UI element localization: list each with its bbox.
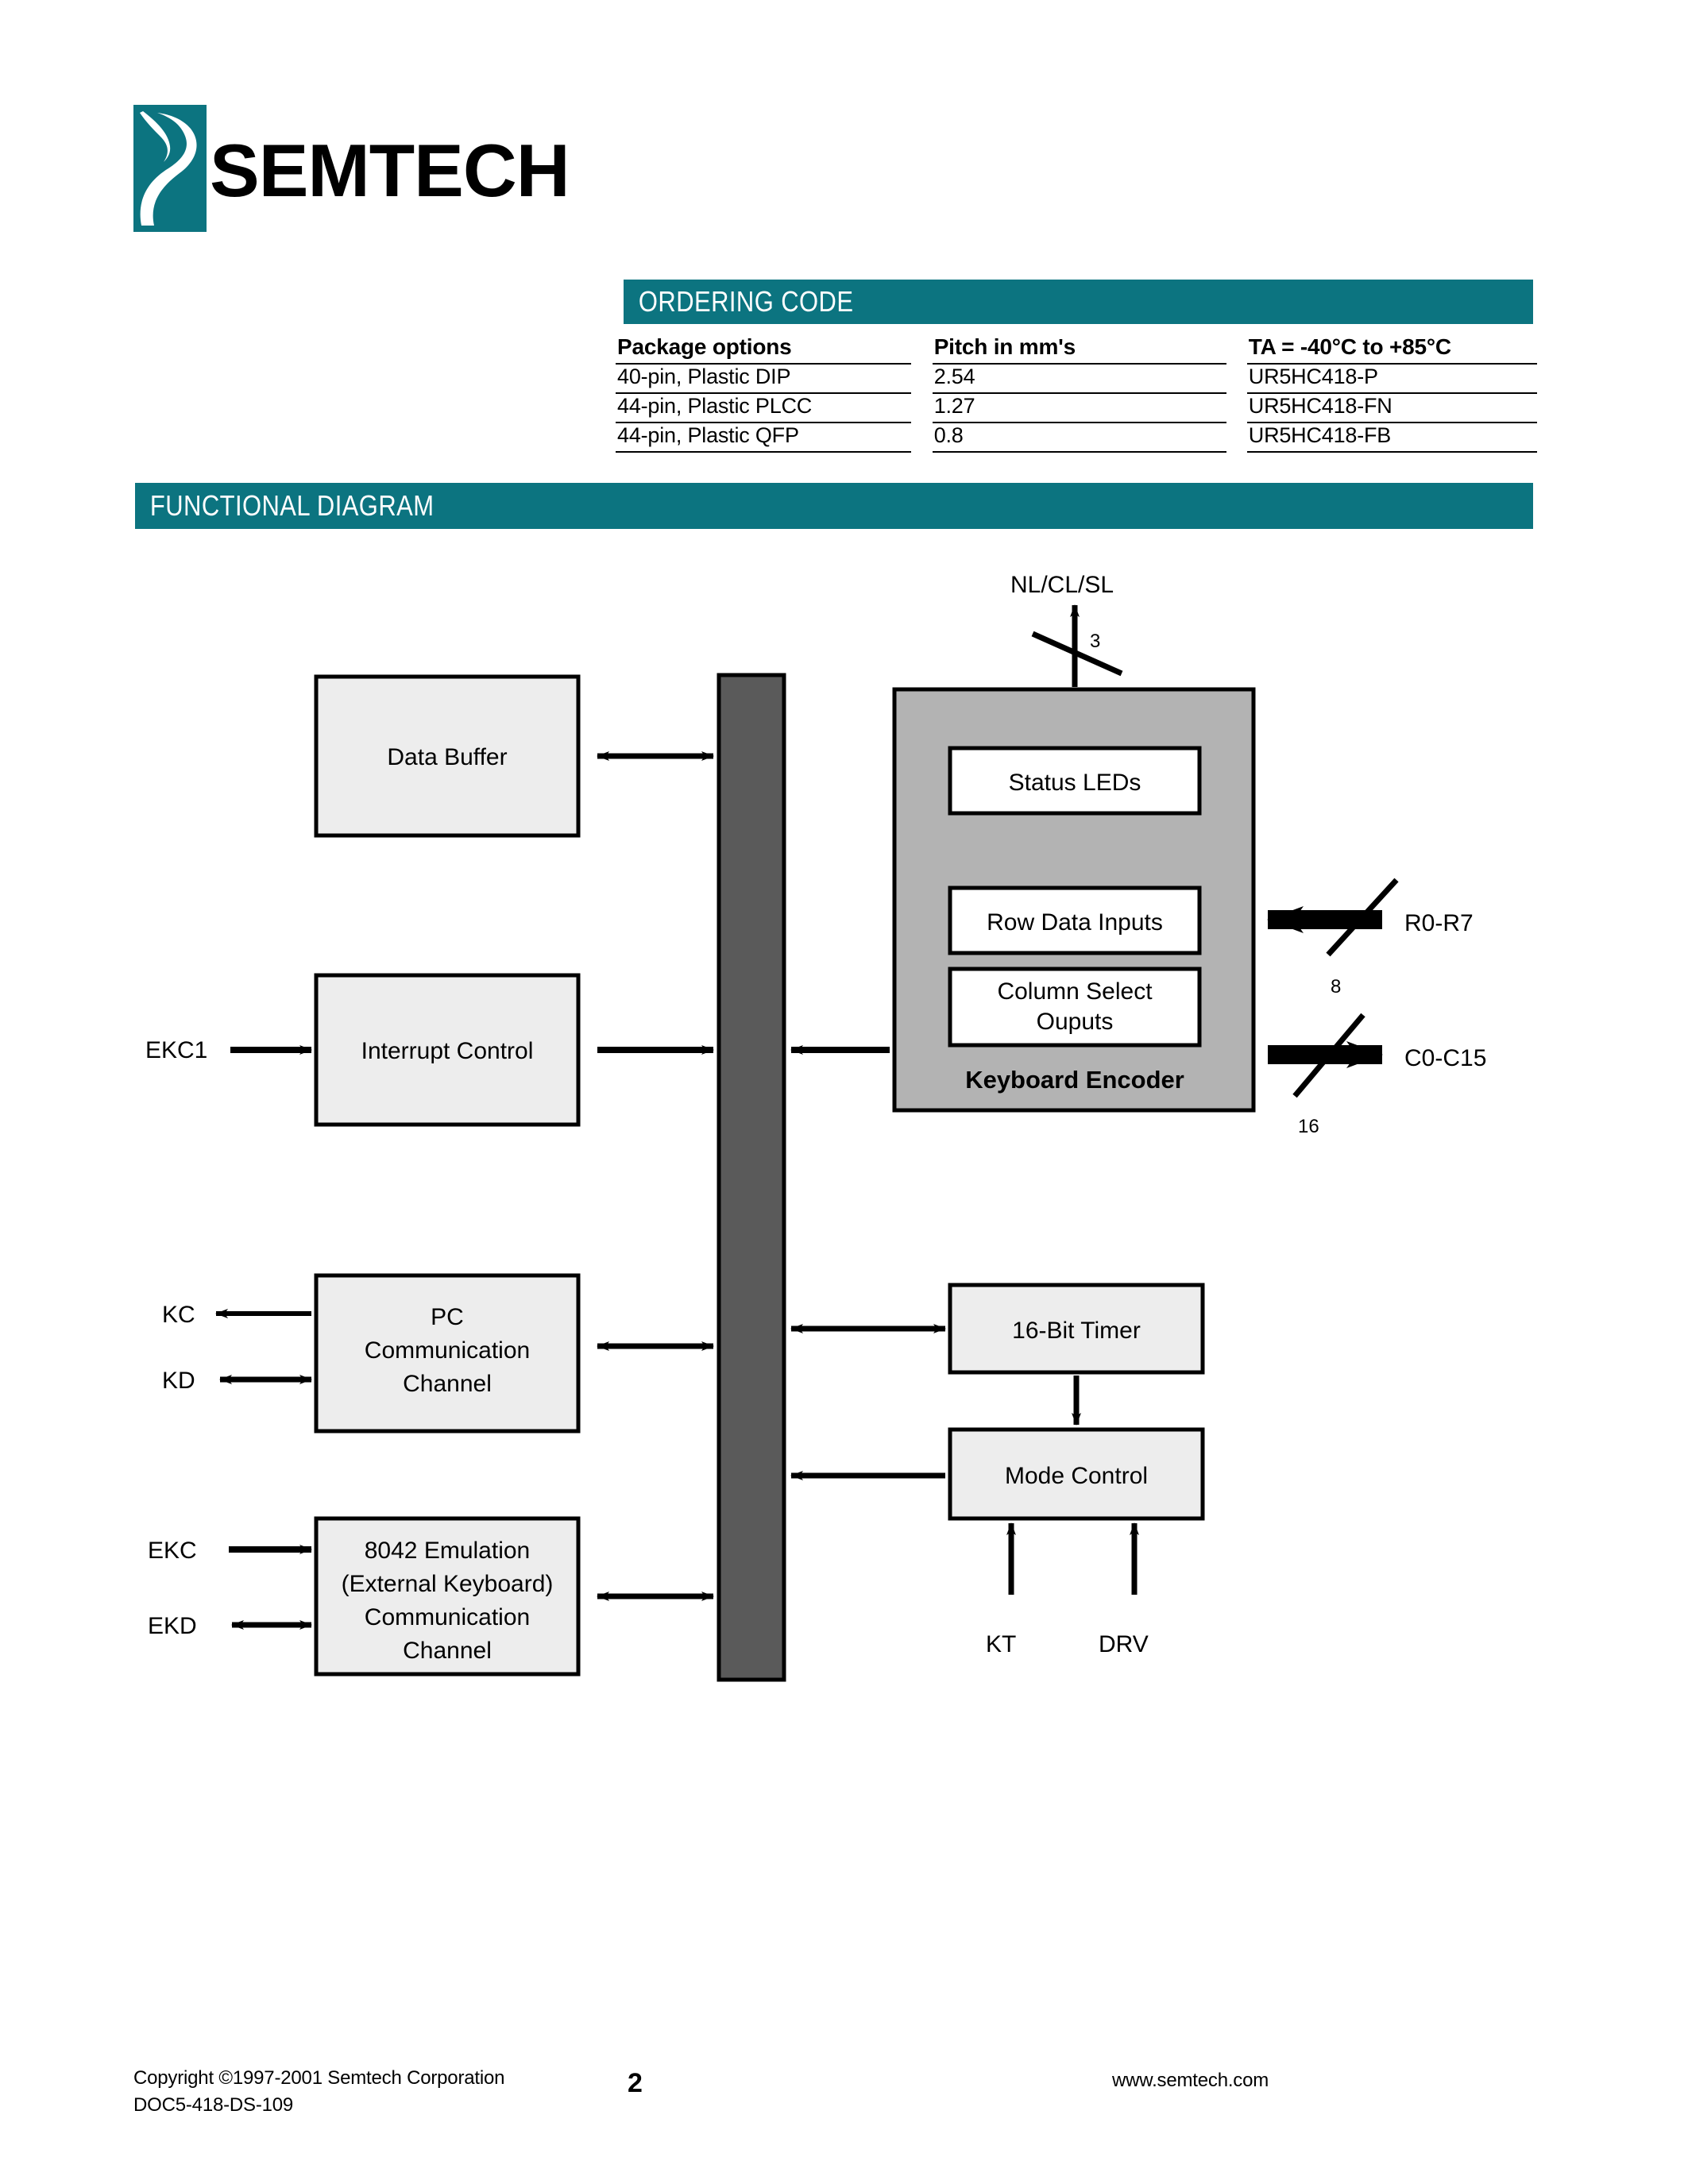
pin-label-ekc: EKC: [148, 1538, 197, 1564]
table-row: 44-pin, Plastic PLCC 1.27 UR5HC418-FN: [616, 392, 1537, 423]
block-label-column-select-line1: Column Select: [997, 978, 1153, 1005]
block-label-interrupt-control: Interrupt Control: [361, 1038, 534, 1064]
cell-pitch: 1.27: [932, 392, 1226, 423]
block-label-emu-line1: 8042 Emulation: [365, 1538, 530, 1564]
pin-label-r0-r7: R0-R7: [1404, 910, 1474, 936]
footer-copyright-line: Copyright ©1997-2001 Semtech Corporation: [133, 2067, 505, 2089]
semtech-logo: SEMTECH: [133, 105, 570, 232]
cell-package: 44-pin, Plastic PLCC: [616, 392, 912, 423]
table-header-row: Package options Pitch in mm's TA = -40°C…: [616, 334, 1537, 365]
cell-part-number: UR5HC418-P: [1246, 364, 1537, 394]
block-data-buffer: [314, 674, 581, 838]
cell-package: 44-pin, Plastic QFP: [616, 422, 912, 453]
footer-doc-id: DOC5-418-DS-109: [133, 2094, 294, 2116]
column-header-package-options: Package options: [616, 334, 912, 365]
pin-label-kc: KC: [162, 1302, 195, 1328]
semtech-logo-mark: [133, 105, 207, 232]
bus-width-slash-c0-c15: [1292, 1013, 1365, 1098]
block-label-data-buffer: Data Buffer: [387, 744, 507, 770]
cell-pitch: 2.54: [932, 364, 1226, 394]
footer-url: www.semtech.com: [1112, 2070, 1269, 2091]
bus-width-label-nl-cl-sl: 3: [1090, 631, 1100, 652]
group-label-keyboard-encoder: Keyboard Encoder: [965, 1066, 1184, 1094]
block-label-pc-comm-line3: Channel: [403, 1371, 492, 1397]
ordering-code-table: Package options Pitch in mm's TA = -40°C…: [616, 334, 1537, 453]
bus-width-label-r0-r7: 8: [1331, 976, 1341, 997]
bus-width-slash-nl-cl-sl: [1031, 631, 1123, 677]
block-column-select-outputs: [948, 967, 1202, 1048]
bus-width-slash-r0-r7: [1326, 878, 1399, 957]
block-label-status-leds: Status LEDs: [1009, 770, 1141, 796]
table-row: 40-pin, Plastic DIP 2.54 UR5HC418-P: [616, 364, 1537, 394]
logo-swoosh-icon: [133, 105, 207, 232]
ordering-code-section-header: ORDERING CODE: [624, 280, 1533, 324]
column-spacer: [911, 393, 932, 423]
pin-label-nl-cl-sl: NL/CL/SL: [1010, 572, 1114, 598]
pin-label-ekc1: EKC1: [145, 1037, 207, 1063]
ordering-code-title: ORDERING CODE: [638, 285, 854, 318]
block-label-row-data-inputs: Row Data Inputs: [987, 909, 1163, 936]
cell-part-number: UR5HC418-FN: [1246, 392, 1537, 423]
pin-label-c0-c15: C0-C15: [1404, 1045, 1486, 1071]
block-row-data-inputs: [948, 886, 1202, 955]
cell-package: 40-pin, Plastic DIP: [616, 364, 912, 394]
functional-diagram-section-header: FUNCTIONAL DIAGRAM: [135, 483, 1533, 529]
block-label-emu-line3: Communication: [365, 1604, 530, 1630]
column-spacer: [1226, 364, 1247, 393]
pin-label-kd: KD: [162, 1368, 195, 1394]
central-data-bus: [717, 673, 786, 1682]
column-spacer: [911, 364, 932, 393]
block-pc-communication-channel: [314, 1273, 581, 1433]
functional-diagram-title: FUNCTIONAL DIAGRAM: [149, 489, 435, 522]
functional-block-diagram: Data Buffer Interrupt Control EKC1 PC Co…: [0, 548, 1688, 1787]
page-number: 2: [628, 2068, 643, 2098]
bus-width-label-c0-c15: 16: [1298, 1116, 1319, 1137]
block-16bit-timer: [948, 1283, 1205, 1375]
block-label-column-select-line2: Ouputs: [1037, 1009, 1114, 1035]
block-label-emu-line2: (External Keyboard): [342, 1571, 554, 1597]
block-label-pc-comm-line2: Communication: [365, 1337, 530, 1364]
column-spacer: [1226, 393, 1247, 423]
column-spacer: [911, 334, 932, 364]
footer-copyright: Copyright ©1997-2001 Semtech Corporation…: [133, 2065, 504, 2119]
block-label-mode-control: Mode Control: [1005, 1463, 1148, 1489]
column-spacer: [911, 423, 932, 452]
block-status-leds: [948, 746, 1202, 816]
block-label-16bit-timer: 16-Bit Timer: [1012, 1318, 1141, 1344]
column-spacer: [1226, 423, 1247, 452]
cell-part-number: UR5HC418-FB: [1246, 422, 1537, 453]
semtech-wordmark: SEMTECH: [210, 129, 570, 212]
pin-label-ekd: EKD: [148, 1613, 197, 1639]
block-label-pc-comm-line1: PC: [431, 1304, 464, 1330]
block-mode-control: [948, 1427, 1205, 1521]
pin-label-drv: DRV: [1099, 1631, 1149, 1657]
cell-pitch: 0.8: [932, 422, 1226, 453]
block-label-emu-line4: Channel: [403, 1638, 492, 1664]
block-8042-emulation: [314, 1516, 581, 1677]
column-header-pitch: Pitch in mm's: [932, 334, 1226, 365]
table-row: 44-pin, Plastic QFP 0.8 UR5HC418-FB: [616, 422, 1537, 453]
pin-label-kt: KT: [986, 1631, 1016, 1657]
column-header-temp-range: TA = -40°C to +85°C: [1246, 334, 1537, 365]
column-spacer: [1226, 334, 1247, 364]
block-interrupt-control: [314, 973, 581, 1127]
